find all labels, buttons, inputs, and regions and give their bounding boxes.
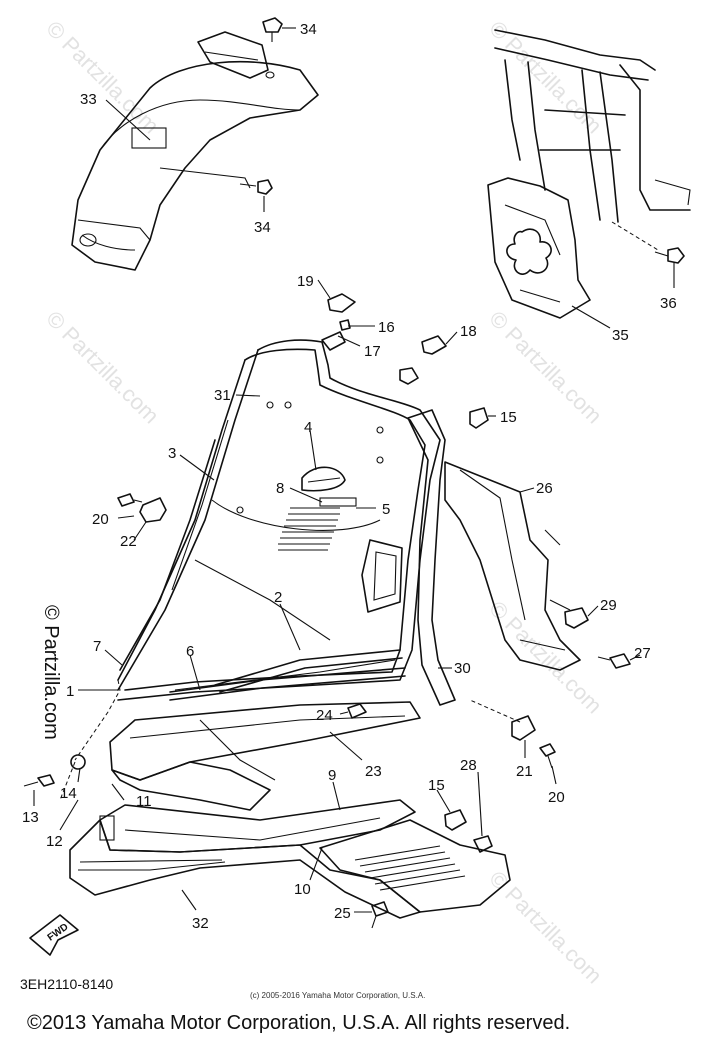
callout-labels: 34 33 34 19 16 18 17 36 35 31 15 4 3 8 5… bbox=[22, 21, 677, 932]
watermark-1: © Partzilla.com bbox=[41, 16, 164, 139]
bracket-part-17 bbox=[321, 331, 419, 385]
nut-part-15-lower bbox=[444, 809, 467, 831]
callout-33: 33 bbox=[80, 91, 97, 108]
bolt-part-28 bbox=[473, 835, 493, 853]
callout-20-right: 20 bbox=[548, 789, 565, 806]
bolt-36 bbox=[654, 247, 685, 264]
clip-part-24 bbox=[347, 703, 367, 719]
washer-part-14 bbox=[70, 754, 86, 770]
small-copyright: (c) 2005-2016 Yamaha Motor Corporation, … bbox=[250, 991, 426, 1000]
callout-20-left: 20 bbox=[92, 511, 109, 528]
watermark-2: © Partzilla.com bbox=[484, 16, 607, 139]
watermark-5: © Partzilla.com bbox=[484, 596, 607, 719]
callout-15-lower: 15 bbox=[428, 777, 445, 794]
callout-35: 35 bbox=[612, 327, 629, 344]
callout-16: 16 bbox=[378, 319, 395, 336]
frame-part bbox=[494, 29, 691, 223]
callout-19: 19 bbox=[297, 273, 314, 290]
front-panel bbox=[117, 339, 441, 701]
bolt-34-top bbox=[262, 17, 283, 42]
screw-part-20-right bbox=[539, 743, 556, 769]
callout-10: 10 bbox=[294, 881, 311, 898]
callout-30: 30 bbox=[454, 660, 471, 677]
callout-8: 8 bbox=[276, 480, 284, 497]
callout-13: 13 bbox=[22, 809, 39, 826]
vent-grille bbox=[278, 507, 340, 551]
callout-6: 6 bbox=[186, 643, 194, 660]
callout-14: 14 bbox=[60, 785, 77, 802]
callout-4: 4 bbox=[304, 419, 312, 436]
callout-28: 28 bbox=[460, 757, 477, 774]
screw-part-27 bbox=[597, 653, 631, 669]
copyright-notice: ©2013 Yamaha Motor Corporation, U.S.A. A… bbox=[27, 1012, 571, 1034]
bracket-part-35 bbox=[487, 177, 591, 319]
floor-mat-part-10 bbox=[319, 819, 511, 913]
callout-5: 5 bbox=[382, 501, 390, 518]
callout-34-lower: 34 bbox=[254, 219, 271, 236]
callout-3: 3 bbox=[168, 445, 176, 462]
callout-24: 24 bbox=[316, 707, 333, 724]
clip-part-19 bbox=[327, 293, 356, 313]
callout-2: 2 bbox=[274, 589, 282, 606]
watermark-3: © Partzilla.com bbox=[41, 306, 164, 429]
callout-26: 26 bbox=[536, 480, 553, 497]
screw-part-13 bbox=[23, 774, 55, 787]
fwd-arrow-icon: FWD bbox=[29, 914, 79, 956]
callout-12: 12 bbox=[46, 833, 63, 850]
callout-15-top: 15 bbox=[500, 409, 517, 426]
callout-25: 25 bbox=[334, 905, 351, 922]
callout-36: 36 bbox=[660, 295, 677, 312]
trim-part-30 bbox=[407, 409, 456, 706]
callout-17: 17 bbox=[364, 343, 381, 360]
callout-9: 9 bbox=[328, 767, 336, 784]
drawing-code: 3EH2110-8140 bbox=[20, 976, 114, 992]
callout-21: 21 bbox=[516, 763, 533, 780]
watermark-6: © Partzilla.com bbox=[484, 866, 607, 989]
nut-part-21 bbox=[511, 715, 536, 741]
watermark-vertical: © Partzilla.com bbox=[40, 605, 62, 740]
skirt-part-32 bbox=[69, 819, 421, 919]
callout-1: 1 bbox=[66, 683, 74, 700]
callout-23: 23 bbox=[365, 763, 382, 780]
callout-31: 31 bbox=[214, 387, 231, 404]
callout-34-top: 34 bbox=[300, 21, 317, 38]
callout-27: 27 bbox=[634, 645, 651, 662]
bracket-part-22 bbox=[139, 497, 167, 523]
callout-11: 11 bbox=[136, 793, 152, 810]
screw-part-16 bbox=[339, 319, 351, 331]
bolt-34-lower bbox=[239, 179, 273, 195]
callout-7: 7 bbox=[93, 638, 101, 655]
lower-panel-part-11 bbox=[111, 719, 276, 811]
nut-part-15-top bbox=[469, 407, 489, 429]
screw-part-25 bbox=[371, 901, 389, 929]
callout-22: 22 bbox=[120, 533, 137, 550]
callout-18: 18 bbox=[460, 323, 477, 340]
nut-part-29 bbox=[564, 607, 589, 629]
callout-32: 32 bbox=[192, 915, 209, 932]
side-cowl-part-26 bbox=[444, 461, 581, 671]
callout-29: 29 bbox=[600, 597, 617, 614]
leader-lines bbox=[33, 27, 675, 913]
screw-part-20-left bbox=[117, 493, 143, 507]
clip-part-18 bbox=[421, 335, 447, 355]
